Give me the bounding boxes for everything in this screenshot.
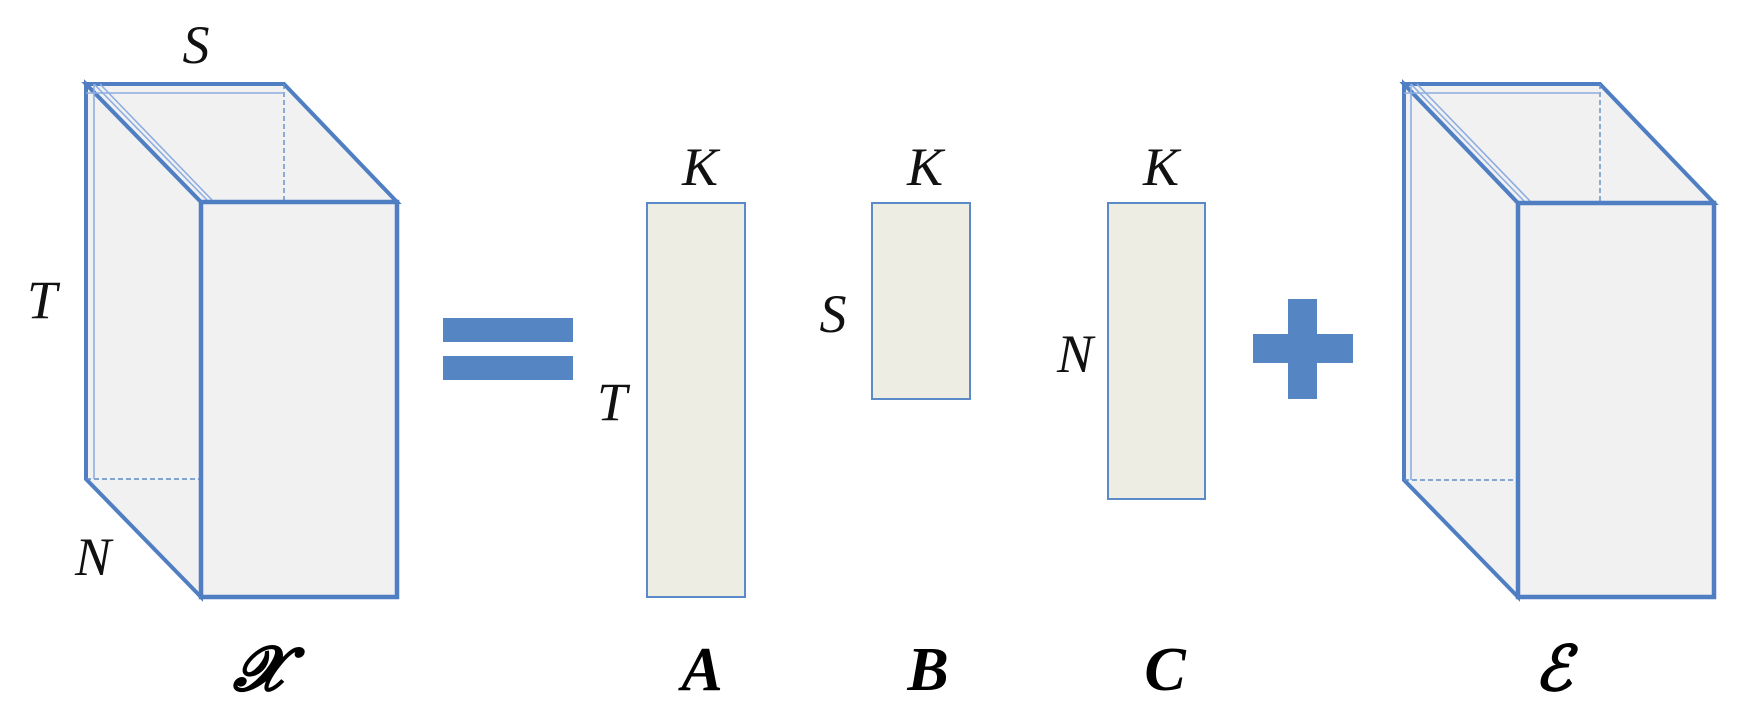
tensor-e-slice-line	[1416, 83, 1531, 202]
matrix-a-row-label: T	[597, 372, 631, 432]
matrix-a-rect	[646, 202, 746, 598]
matrix-c-name: C	[1144, 636, 1186, 704]
tensor-x-dim-top-label: S	[183, 15, 210, 75]
matrix-b-name: B	[906, 636, 948, 704]
plus-icon	[1253, 299, 1353, 399]
matrix-c-row-label: N	[1056, 324, 1096, 384]
tensor-x-slice-line	[99, 83, 213, 201]
matrix-b-col-label: K	[906, 137, 946, 197]
tensor-e-slice-line	[1410, 83, 1525, 202]
tensor-x-dim-depth-label: N	[74, 527, 114, 587]
matrix-c: K N C	[1056, 137, 1206, 704]
tensor-e-cuboid: ℰ	[1399, 79, 1719, 704]
matrix-b-row-label: S	[820, 284, 847, 344]
tensor-x-cuboid: S T N 𝓧	[27, 15, 402, 704]
tensor-x-name: 𝓧	[232, 636, 306, 704]
tensor-e-name: ℰ	[1534, 636, 1578, 704]
matrix-a-col-label: K	[681, 137, 721, 197]
matrix-a: K T A	[597, 137, 746, 704]
matrix-b-rect	[871, 202, 971, 400]
matrix-b: K S B	[820, 137, 971, 704]
tensor-e-front-face	[1515, 200, 1717, 600]
matrix-c-col-label: K	[1142, 137, 1182, 197]
equals-icon	[443, 318, 573, 380]
tensor-x-slice-line	[93, 83, 208, 201]
matrix-c-rect	[1107, 202, 1206, 500]
tensor-x-front-face	[198, 199, 400, 600]
matrix-a-name: A	[677, 636, 722, 704]
tensor-x-dim-left-label: T	[27, 270, 61, 330]
